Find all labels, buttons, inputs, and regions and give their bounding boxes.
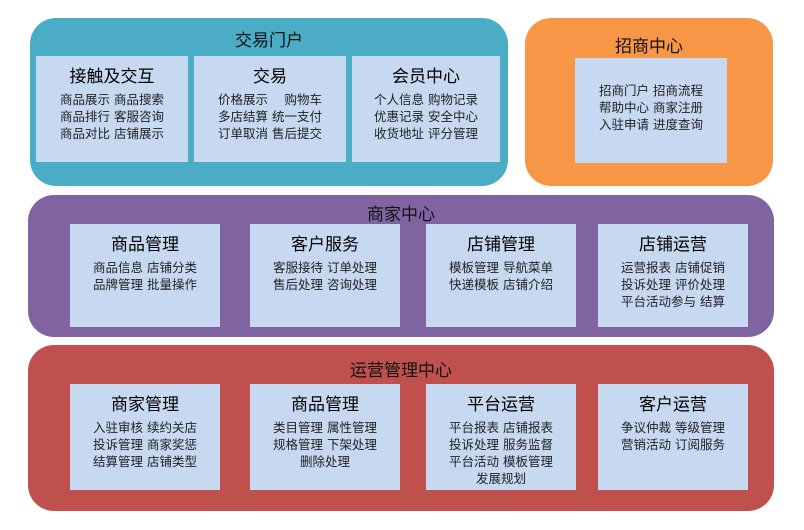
customer-operations-box: 客户运营 争议仲裁 等级管理 营销活动 订阅服务 [598, 384, 748, 490]
box-line: 结算管理 店铺类型 [93, 454, 197, 469]
store-operations-box: 店铺运营 运营报表 店铺促销 投诉处理 评价处理 平台活动参与 结算 [598, 224, 748, 327]
product-management-box: 商品管理 类目管理 属性管理 规格管理 下架处理 删除处理 [250, 384, 400, 490]
box-line: 删除处理 [299, 454, 350, 469]
box-line: 品牌管理 批量操作 [93, 277, 197, 292]
box-line: 投诉处理 服务监督 [449, 437, 553, 452]
box-title: 会员中心 [392, 67, 460, 87]
section-title: 招商中心 [615, 37, 683, 57]
box-line: 平台活动参与 结算 [621, 294, 725, 309]
box-line: 平台报表 店铺报表 [449, 420, 553, 435]
trade-box: 交易 价格展示 购物车 多店结算 统一支付 订单取消 售后提交 [194, 56, 346, 162]
platform-operations-box: 平台运营 平台报表 店铺报表 投诉处理 服务监督 平台活动 模板管理 发展规划 [426, 384, 576, 490]
box-line: 个人信息 购物记录 [374, 92, 478, 107]
box-title: 店铺管理 [467, 235, 535, 255]
operations-center-section: 运营管理中心 商家管理 入驻审核 续约关店 投诉管理 商家奖惩 结算管理 店铺类… [28, 345, 774, 511]
box-line: 投诉管理 商家奖惩 [93, 437, 197, 452]
box-line: 平台活动 模板管理 [449, 454, 553, 469]
box-line: 类目管理 属性管理 [273, 420, 377, 435]
box-line: 发展规划 [475, 471, 526, 486]
trading-portal-section: 交易门户 接触及交互 商品展示 商品搜索 商品排行 客服咨询 商品对比 店铺展示… [30, 18, 508, 186]
box-title: 客户服务 [291, 235, 359, 255]
box-line: 售后处理 咨询处理 [273, 277, 377, 292]
box-line: 优惠记录 安全中心 [374, 109, 478, 124]
merchant-management-box: 商家管理 入驻审核 续约关店 投诉管理 商家奖惩 结算管理 店铺类型 [70, 384, 220, 490]
section-title: 交易门户 [235, 31, 303, 51]
box-line: 商品对比 店铺展示 [60, 126, 164, 141]
store-management-box: 店铺管理 模板管理 导航菜单 快递模板 店铺介绍 [426, 224, 576, 327]
investment-box: 招商门户 招商流程 帮助中心 商家注册 入驻申请 进度查询 [575, 58, 727, 163]
box-title: 商品管理 [291, 395, 359, 415]
merchant-center-section: 商家中心 商品管理 商品信息 店铺分类 品牌管理 批量操作 客户服务 客服接待 … [28, 195, 774, 337]
interaction-box: 接触及交互 商品展示 商品搜索 商品排行 客服咨询 商品对比 店铺展示 [36, 56, 188, 162]
box-line: 价格展示 购物车 [218, 92, 322, 107]
investment-center-section: 招商中心 招商门户 招商流程 帮助中心 商家注册 入驻申请 进度查询 [525, 18, 773, 186]
box-line: 多店结算 统一支付 [218, 109, 322, 124]
product-management-box: 商品管理 商品信息 店铺分类 品牌管理 批量操作 [70, 224, 220, 327]
box-line: 招商门户 招商流程 [599, 83, 703, 98]
section-title: 运营管理中心 [350, 361, 452, 381]
box-title: 店铺运营 [639, 235, 707, 255]
box-line: 快递模板 店铺介绍 [449, 277, 553, 292]
box-line: 商品展示 商品搜索 [60, 92, 164, 107]
box-line: 模板管理 导航菜单 [449, 260, 553, 275]
box-title: 平台运营 [467, 395, 535, 415]
box-line: 投诉处理 评价处理 [621, 277, 725, 292]
box-line: 营销活动 订阅服务 [621, 437, 725, 452]
box-line: 入驻申请 进度查询 [599, 117, 703, 132]
box-line: 商品信息 店铺分类 [93, 260, 197, 275]
box-line: 规格管理 下架处理 [273, 437, 377, 452]
box-line: 客服接待 订单处理 [273, 260, 377, 275]
box-line: 帮助中心 商家注册 [599, 100, 703, 115]
member-center-box: 会员中心 个人信息 购物记录 优惠记录 安全中心 收货地址 评分管理 [352, 56, 500, 162]
box-title: 商品管理 [111, 235, 179, 255]
box-title: 接触及交互 [69, 67, 155, 87]
box-line: 争议仲裁 等级管理 [621, 420, 725, 435]
box-line: 订单取消 售后提交 [218, 126, 322, 141]
section-title: 商家中心 [367, 205, 435, 225]
customer-service-box: 客户服务 客服接待 订单处理 售后处理 咨询处理 [250, 224, 400, 327]
box-line: 商品排行 客服咨询 [60, 109, 164, 124]
box-title: 客户运营 [639, 395, 707, 415]
box-line: 入驻审核 续约关店 [93, 420, 197, 435]
box-title: 交易 [253, 67, 287, 87]
box-line: 运营报表 店铺促销 [621, 260, 725, 275]
box-line: 收货地址 评分管理 [374, 126, 478, 141]
box-title: 商家管理 [111, 395, 179, 415]
